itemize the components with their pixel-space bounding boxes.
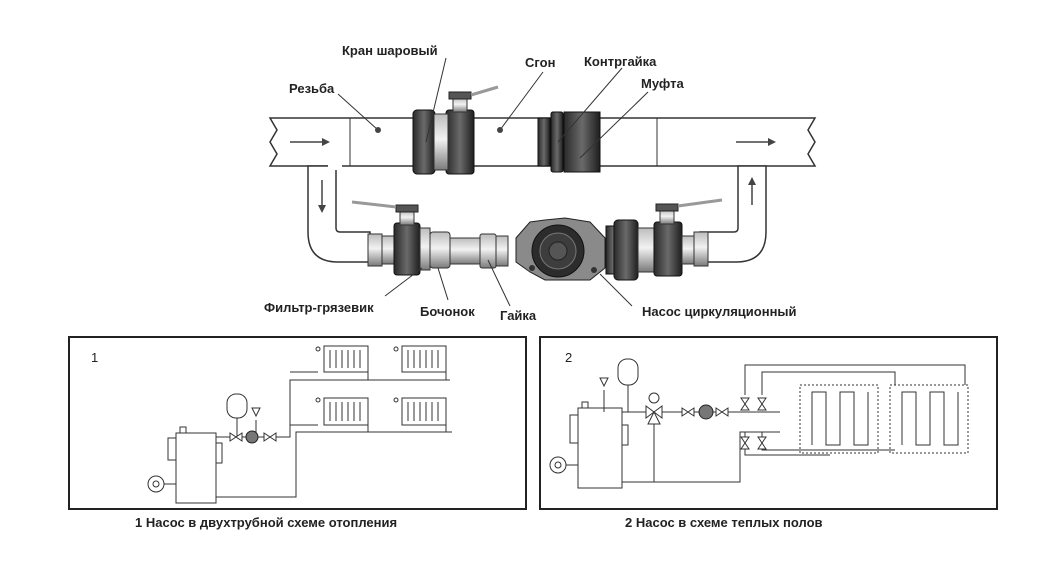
floor-heating-loop [889,384,969,454]
ball-valve-label: Кран шаровый [342,43,438,58]
scheme-2-caption: 2 Насос в схеме теплых полов [625,515,823,530]
scheme-1-caption: 1 Насос в двухтрубной схеме отопления [135,515,397,530]
bypass-pipe [307,160,767,263]
thread-label: Резьба [289,81,335,96]
scheme-1-panel: 1 [68,336,527,510]
nut-label: Гайка [500,308,537,323]
scheme-1-number: 1 [91,350,98,365]
barrel-label: Бочонок [420,304,475,319]
coupling-label: Муфта [641,76,684,91]
extension-label: Сгон [525,55,555,70]
locknut-label: Контргайка [584,54,657,69]
scheme-2-number: 2 [565,350,572,365]
circulation-pump [515,217,606,281]
callouts: Кран шаровый Резьба Сгон Контргайка Муфт… [264,43,797,323]
radiator [393,397,447,426]
radiator [315,345,369,373]
bypass-right-fittings [605,198,723,281]
scheme-2-panel: 2 [539,336,998,510]
radiator [393,345,447,373]
radiator [315,397,369,426]
bypass-left-fittings [351,200,509,276]
top-ball-valve [412,85,499,175]
circulation-pump-label: Насос циркуляционный [642,304,797,319]
top-locknut-coupling [537,111,601,173]
strainer-label: Фильтр-грязевик [264,300,374,315]
floor-heating-loop [799,384,879,454]
